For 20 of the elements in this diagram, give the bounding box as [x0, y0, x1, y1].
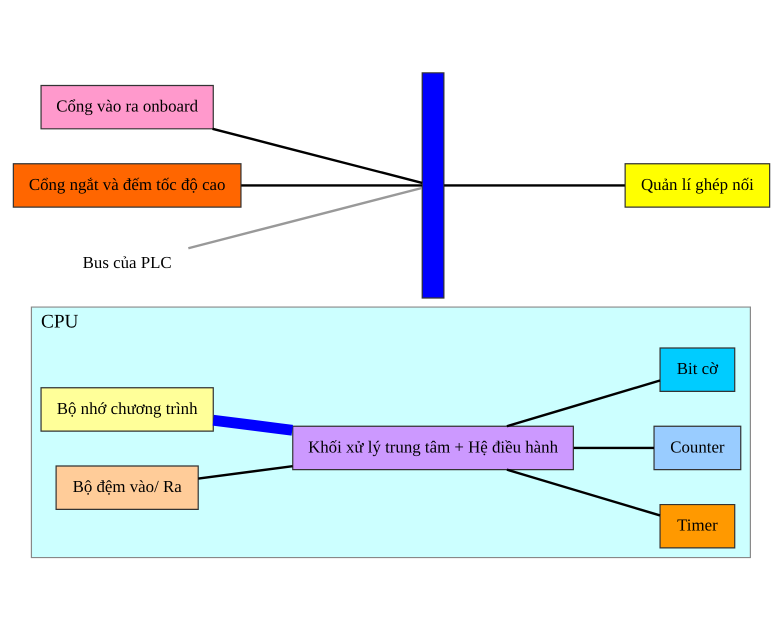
node-box: Bộ nhớ chương trình [40, 387, 214, 432]
node-box: Timer [659, 504, 736, 549]
node-box: Quản lí ghép nối [624, 163, 770, 208]
node-box: Counter [653, 426, 742, 470]
connector [506, 379, 660, 428]
node-box: Khối xử lý trung tâm + Hệ điều hành [292, 426, 574, 470]
node-box: Cổng vào ra onboard [40, 84, 214, 130]
connector [212, 414, 293, 436]
node-box: Bit cờ [659, 347, 736, 392]
connector [241, 184, 422, 187]
node-text: Bus của PLC [82, 253, 172, 272]
connector [188, 186, 422, 250]
connector [506, 468, 660, 517]
node-box: Bộ đệm vào/ Ra [56, 465, 199, 510]
node-box: Cổng ngắt và đếm tốc độ cao [12, 163, 242, 208]
connector [574, 446, 654, 450]
node-bar [422, 72, 444, 299]
connector [444, 184, 625, 187]
connector [198, 465, 293, 480]
connector [212, 128, 422, 184]
